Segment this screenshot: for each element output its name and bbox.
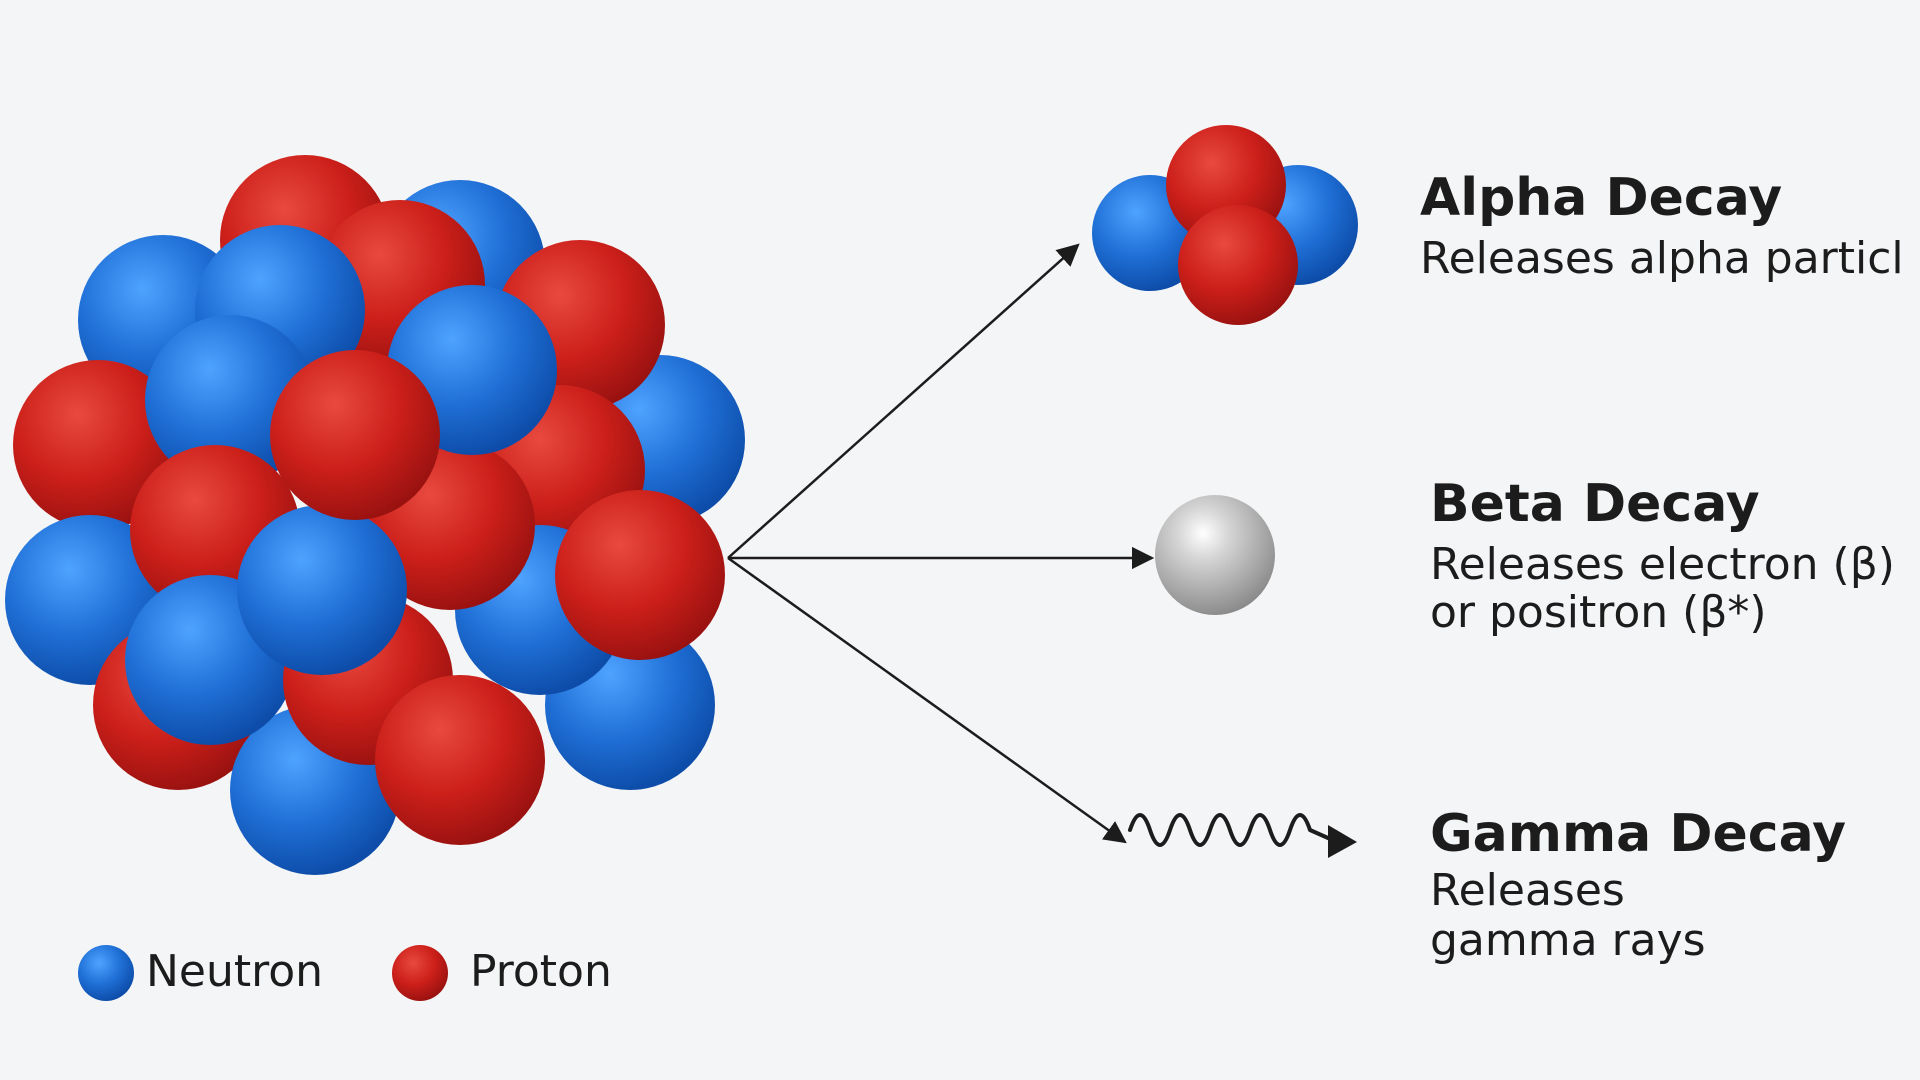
proton-sphere xyxy=(555,490,725,660)
proton-legend-label: Proton xyxy=(470,946,612,997)
gamma-wave-icon xyxy=(1128,813,1357,858)
proton-sphere xyxy=(375,675,545,845)
proton-sphere xyxy=(13,360,183,530)
alpha-decay-description: Releases alpha particl xyxy=(1420,233,1904,284)
nucleus xyxy=(5,155,745,875)
alpha-particle-icon xyxy=(1092,125,1358,325)
proton-sphere xyxy=(1178,205,1298,325)
decay-arrows xyxy=(727,243,1155,844)
proton-legend-dot xyxy=(392,945,448,1001)
neutron-sphere xyxy=(237,505,407,675)
neutron-legend-label: Neutron xyxy=(146,946,324,997)
neutron-legend-dot xyxy=(78,945,134,1001)
beta-decay-title: Beta Decay xyxy=(1430,474,1760,534)
proton-sphere xyxy=(270,350,440,520)
gamma-decay-description-line1: Releases xyxy=(1430,865,1625,916)
alpha-decay-title: Alpha Decay xyxy=(1420,168,1783,228)
beta-decay-description-line1: Releases electron (β) xyxy=(1430,539,1895,590)
gamma-arrow xyxy=(727,556,1127,844)
electron-sphere-icon xyxy=(1155,495,1275,615)
gamma-decay-title: Gamma Decay xyxy=(1430,804,1846,864)
gamma-decay-description-line2: gamma rays xyxy=(1430,915,1706,966)
alpha-arrow xyxy=(727,243,1080,559)
beta-decay-description-line2: or positron (β*) xyxy=(1430,587,1767,638)
